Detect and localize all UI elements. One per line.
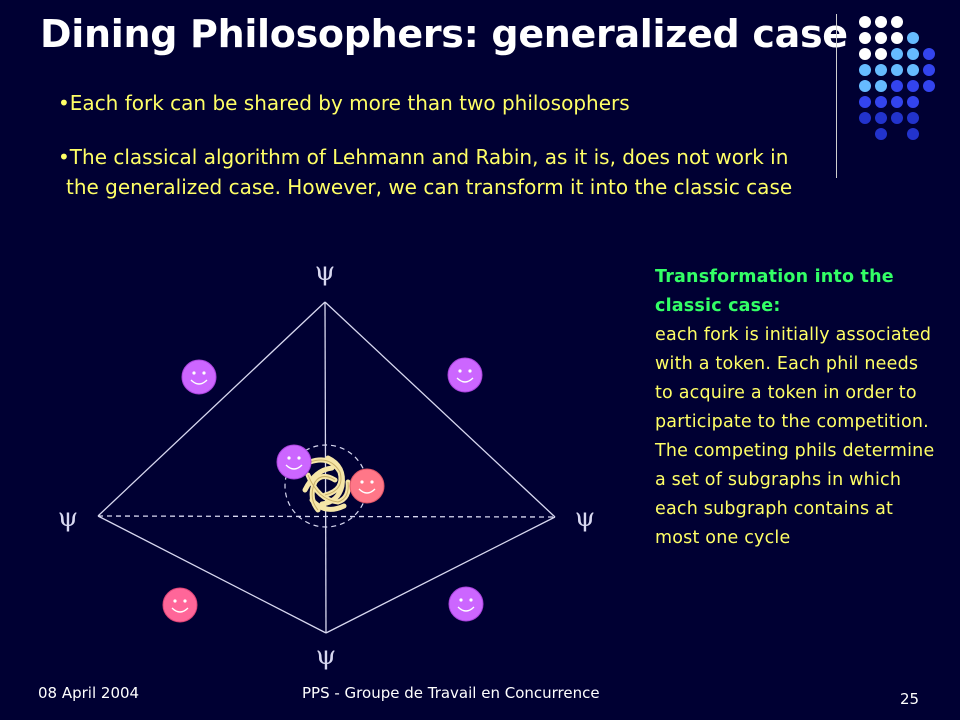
philosopher-top-left bbox=[181, 359, 217, 395]
bullet-list: •Each fork can be shared by more than tw… bbox=[58, 88, 826, 226]
fork-glyphs: ψ ψ ψ ψ bbox=[58, 257, 595, 671]
spaghetti-bowl-icon bbox=[302, 455, 351, 513]
edge-top-right bbox=[324, 301, 556, 518]
side-note-heading: Transformation into the classic case: bbox=[655, 267, 894, 316]
side-note: Transformation into the classic case: ea… bbox=[655, 263, 940, 553]
title-divider bbox=[836, 14, 837, 178]
dot-grid-row-2 bbox=[859, 32, 919, 44]
bullet-marker: • bbox=[58, 91, 70, 115]
philosopher-bottom-left bbox=[162, 587, 198, 623]
bullet-text: Each fork can be shared by more than two… bbox=[69, 91, 630, 115]
bullet-item: •The classical algorithm of Lehmann and … bbox=[58, 142, 826, 202]
philosopher-center-right bbox=[349, 468, 385, 504]
dot-grid-row-5 bbox=[859, 80, 935, 92]
bullet-text: The classical algorithm of Lehmann and R… bbox=[66, 145, 793, 199]
page-number: 25 bbox=[900, 690, 920, 708]
fork-icon-left: ψ bbox=[58, 503, 78, 533]
philosopher-center-left bbox=[276, 444, 312, 480]
decorative-dot-grid bbox=[859, 16, 935, 140]
dot-grid-row-3 bbox=[859, 48, 935, 60]
footer-date: 08 April 2004 bbox=[38, 684, 140, 702]
dot-grid-row-4 bbox=[859, 64, 935, 76]
philosophers-diagram: ψ ψ ψ ψ bbox=[58, 257, 595, 671]
bullet-marker: • bbox=[58, 145, 70, 169]
edge-left-right bbox=[97, 515, 556, 518]
dot-grid-row-1 bbox=[859, 16, 903, 28]
edge-right-bottom bbox=[325, 516, 556, 634]
philosopher-bottom-right bbox=[448, 586, 484, 622]
philosopher-top-right bbox=[447, 357, 483, 393]
dot-grid-row-6 bbox=[859, 96, 919, 108]
edge-top-left bbox=[97, 301, 326, 517]
bullet-item: •Each fork can be shared by more than tw… bbox=[58, 88, 826, 118]
footer-title: PPS - Groupe de Travail en Concurrence bbox=[302, 684, 600, 702]
fork-icon-top: ψ bbox=[315, 257, 335, 287]
side-note-body: each fork is initially associated with a… bbox=[655, 325, 935, 548]
spaghetti-bowl-outline bbox=[307, 459, 349, 511]
slide-title: Dining Philosophers: generalized case bbox=[40, 12, 848, 56]
fork-icon-right: ψ bbox=[575, 503, 595, 533]
dot-grid-row-7 bbox=[859, 112, 919, 124]
dot-grid-row-8 bbox=[875, 128, 919, 140]
fork-icon-bottom: ψ bbox=[316, 641, 336, 671]
edge-left-bottom bbox=[97, 515, 327, 634]
